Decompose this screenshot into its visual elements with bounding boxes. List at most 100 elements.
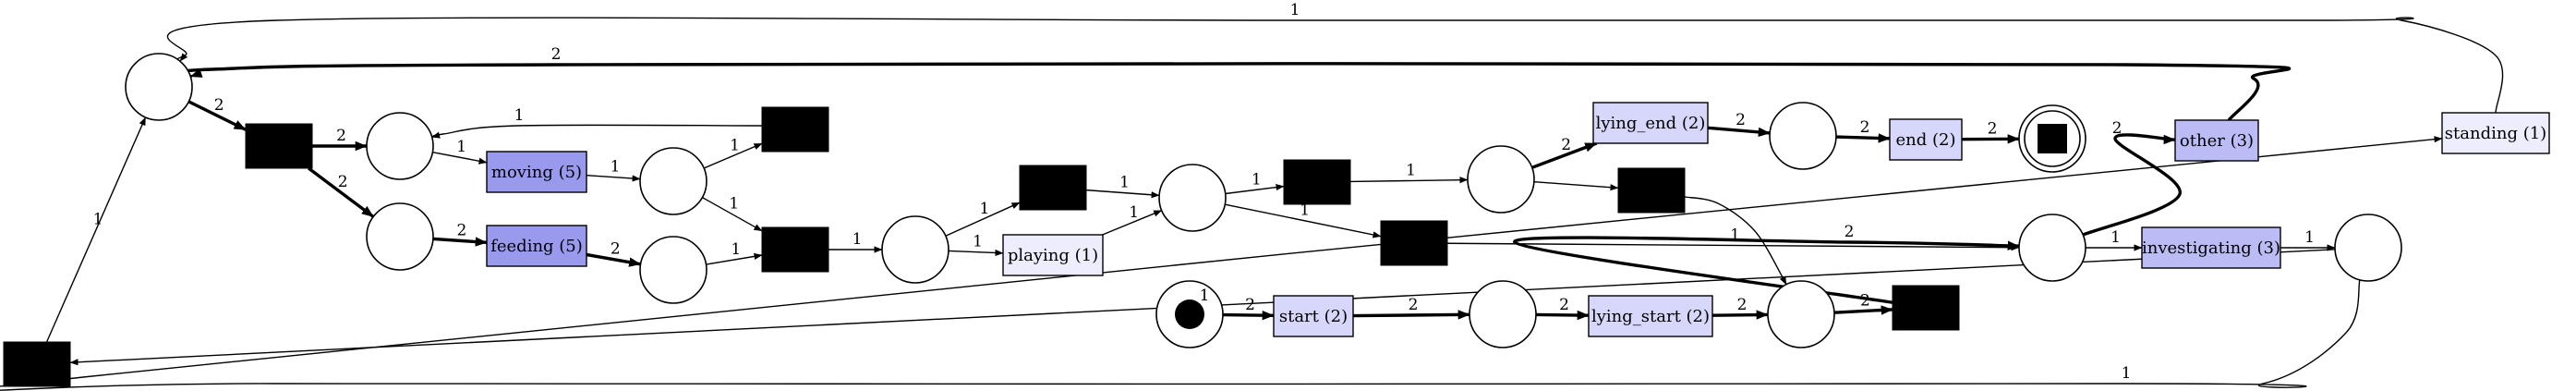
transition-label: standing (1) [2445, 124, 2546, 143]
place-p_b [366, 202, 434, 271]
arc-weight-label: 1 [729, 195, 739, 214]
place-p_k [2018, 214, 2086, 282]
transition-label: start (2) [1279, 307, 1348, 326]
arc-s9-to-p_k [1513, 236, 2029, 304]
transition-box [1273, 295, 1354, 337]
arc-weight-label: 1 [2110, 228, 2121, 247]
arc-weight-label: 2 [1860, 292, 1870, 311]
arc-weight-label: 1 [853, 230, 863, 249]
arc-t_standing-to-p_main [166, 17, 2504, 114]
silent-transition-s3 [761, 106, 829, 153]
arc-s6-to-p_g [1349, 177, 1469, 184]
final-marker-icon [2038, 124, 2067, 153]
arc-s8-to-p_j [1684, 196, 1787, 286]
transition-box [486, 225, 587, 267]
arc-p_source-to-t_start [1222, 310, 1275, 321]
place-p_l [2334, 214, 2402, 282]
transition-box [1002, 234, 1104, 276]
arc-weight-label: 1 [2304, 228, 2315, 247]
silent-transition-s1 [245, 123, 313, 169]
silent-transition-s5 [1019, 165, 1087, 211]
transition-playing: playing (1) [1002, 234, 1104, 276]
place-circle [1158, 164, 1227, 232]
arc-p_g-to-t_lying_end [1531, 141, 1598, 169]
place-p_f [1158, 164, 1227, 232]
arc-weight-label: 2 [1860, 118, 1870, 137]
transition-lying-end: lying_end (2) [1592, 102, 1709, 144]
arc-weight-label: 1 [1252, 171, 1262, 189]
arc-t_lying_start-to-p_j [1711, 310, 1769, 320]
arc-weight-label: 1 [1406, 161, 1416, 179]
arc-p_f-to-s6 [1225, 184, 1285, 195]
arc-weight-label: 1 [1129, 203, 1139, 222]
place-p_g [1467, 145, 1535, 214]
arc-weight-label: 1 [980, 200, 990, 218]
transition-feeding: feeding (5) [486, 225, 587, 267]
transition-end: end (2) [1889, 118, 1963, 161]
transition-box [486, 151, 587, 193]
arc-p_c-to-s3 [703, 142, 763, 169]
arc-weight-label: 2 [1735, 111, 1746, 129]
arc-weight-label: 2 [1737, 296, 1748, 314]
arc-weight-label: 2 [338, 173, 348, 191]
transition-box [1588, 295, 1713, 337]
place-circle [1767, 280, 1835, 348]
arc-s2-to-p_main [45, 116, 147, 343]
arc-weight-label: 1 [1200, 287, 1210, 305]
arc-t_start-to-p_i [1352, 310, 1470, 320]
arc-s3-to-p_a [431, 124, 778, 139]
arc-weight-label: 1 [2122, 364, 2132, 383]
place-p_sink [2018, 104, 2086, 173]
place-circle [2018, 214, 2086, 282]
place-circle [366, 112, 434, 180]
arc-weight-label: 1 [456, 138, 466, 156]
transition-box [2141, 226, 2281, 269]
transition-box [1889, 118, 1963, 161]
arc-p_g-to-s8 [1533, 180, 1619, 191]
place-p_e [881, 215, 949, 284]
transition-start: start (2) [1273, 295, 1354, 337]
place-circle [366, 202, 434, 271]
place-p_h [1769, 102, 1837, 170]
transition-label: other (3) [2180, 131, 2254, 151]
transition-investigating: investigating (3) [2141, 226, 2281, 269]
place-circle [2334, 214, 2402, 282]
arc-weight-label: 2 [336, 127, 346, 145]
arc-s5-to-p_f [1085, 189, 1160, 199]
arc-p_c-to-s4 [702, 196, 763, 232]
arc-p_j-to-s9 [1833, 305, 1893, 315]
place-circle [1469, 280, 1537, 348]
place-p_main [125, 53, 193, 121]
arc-weight-label: 2 [457, 221, 467, 239]
arc-p_main-to-s1 [187, 100, 247, 131]
transition-box [2441, 112, 2550, 154]
silent-transition-s6 [1283, 159, 1351, 205]
transition-label: moving (5) [491, 163, 582, 182]
arc-weight-label: 1 [1300, 201, 1310, 219]
place-circle [1467, 145, 1535, 214]
transition-box [1592, 102, 1709, 144]
arc-weight-label: 2 [611, 240, 621, 259]
place-circle [639, 236, 707, 304]
place-circle [639, 147, 707, 215]
arc-p_h-to-t_end [1835, 133, 1891, 143]
transition-label: lying_end (2) [1596, 114, 1706, 133]
transition-box [2174, 119, 2259, 162]
arc-weight-label: 2 [1561, 136, 1571, 154]
silent-transition-s4 [761, 226, 829, 273]
arc-p_l-to-t_standing [0, 136, 2443, 391]
arc-weight-label: 1 [93, 210, 103, 228]
arc-weight-label: 2 [1988, 119, 1998, 138]
place-p_source [1155, 280, 1224, 348]
arc-weight-label: 2 [2112, 119, 2122, 138]
arc-p_k-to-t_other [2082, 133, 2182, 237]
place-circle [1769, 102, 1837, 170]
arc-p_b-to-t_feeding [432, 237, 488, 247]
transition-standing: standing (1) [2441, 112, 2550, 154]
transition-label: investigating (3) [2142, 238, 2280, 258]
arc-p_a-to-t_moving [432, 152, 488, 165]
silent-transition-s7 [1380, 220, 1448, 266]
transition-label: end (2) [1896, 130, 1956, 150]
arc-weight-label: 2 [1245, 296, 1255, 314]
